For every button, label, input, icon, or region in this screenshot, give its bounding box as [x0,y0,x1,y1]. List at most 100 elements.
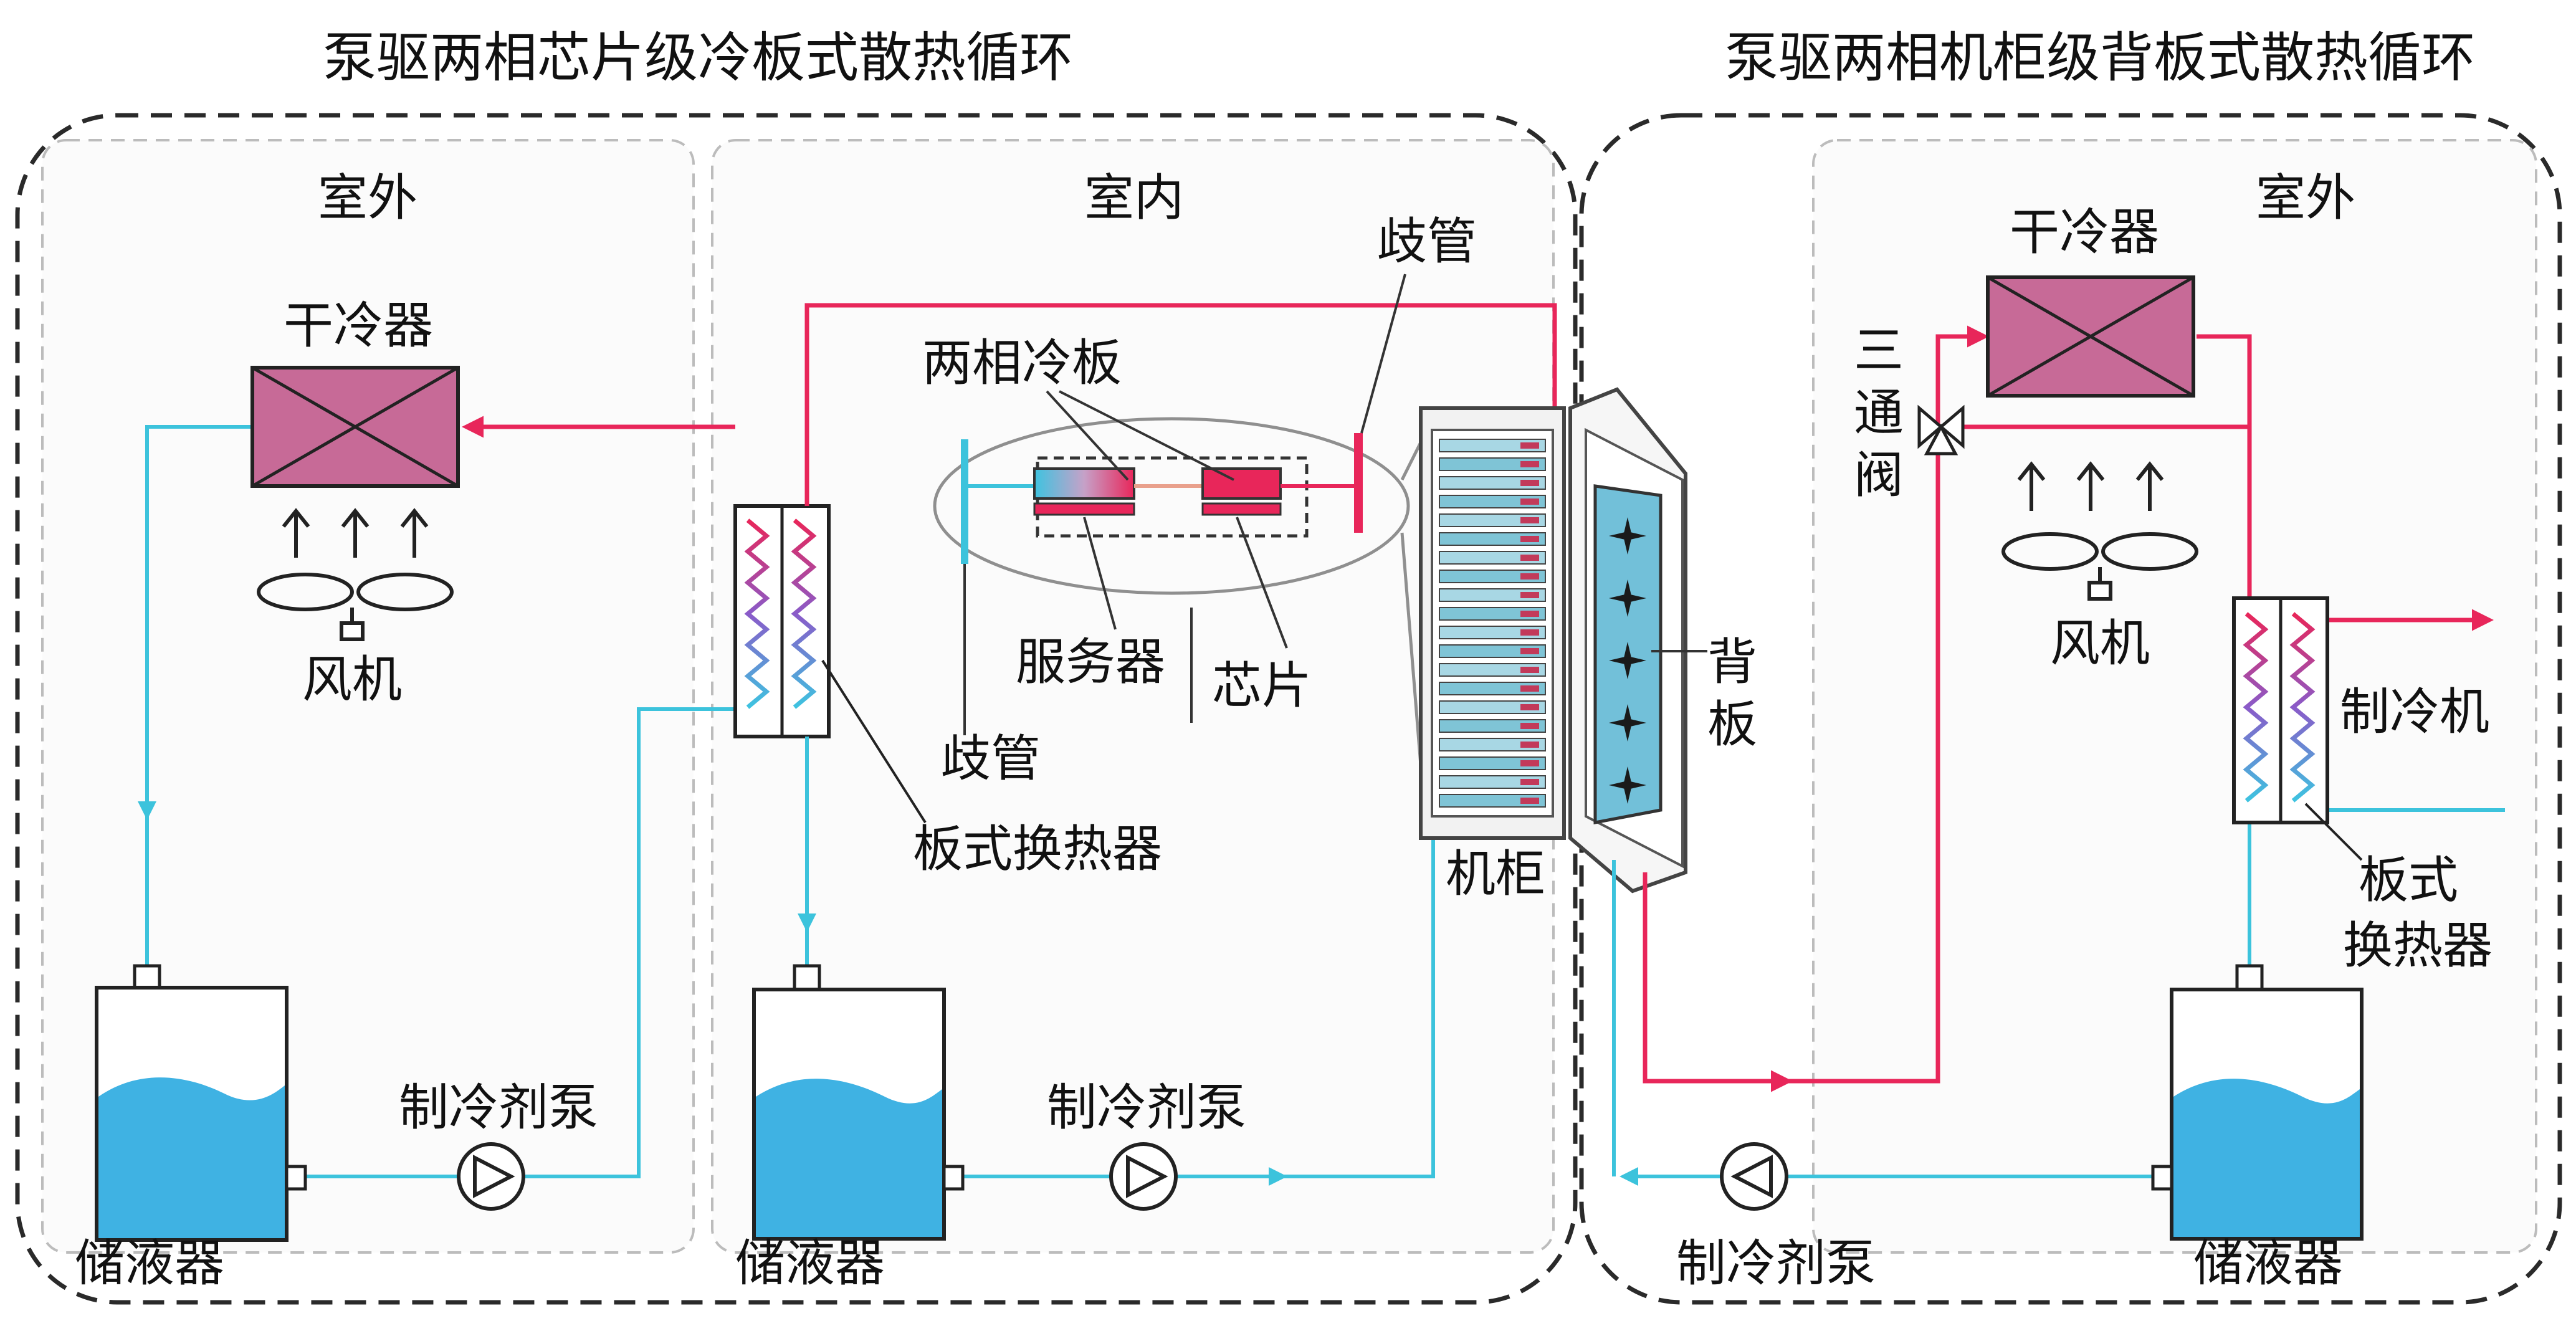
top-manifold-leader [1360,274,1406,434]
right-dry-cooler-label: 干冷器 [2010,203,2159,261]
rack-server-slot [1439,588,1546,602]
rack-slot-indicator [1520,629,1539,636]
rack-slot-indicator [1520,498,1539,505]
middle-pump-label: 制冷剂泵 [1047,1079,1246,1137]
zone-label-indoor: 室内 [1084,169,1184,227]
back-panel-door [1568,387,1687,894]
rack-slot-indicator [1520,798,1539,804]
panel-fan-icon [1609,766,1646,804]
middle-cold-pipe-riser [1284,813,1435,1178]
rack-server-slot [1439,756,1546,770]
right-receiver [2151,964,2364,1241]
rack-slot-indicator [1520,555,1539,561]
right-fan-icon [2001,532,2198,601]
rack-server-slot [1439,794,1546,808]
rack-slot-indicator [1520,517,1539,523]
left-manifold-label: 歧管 [941,730,1041,788]
rack-server-slot [1439,663,1546,677]
zone-label-left-outdoor: 室外 [318,169,417,227]
left-receiver-label: 储液器 [75,1234,224,1292]
valve-label-2: 通 [1854,384,1904,442]
panel-fan-icon [1609,517,1646,555]
middle-pump-icon [1109,1142,1178,1211]
rack-slot-indicator [1520,779,1539,785]
right-airflow-arrows-icon [2017,461,2164,511]
rack-slot-indicator [1520,573,1539,580]
rack-server-slot [1439,551,1546,565]
right-hot-pipe-riser [1788,325,1989,1084]
indoor-zone [711,139,1555,1254]
left-fan-icon [257,573,454,641]
rack-server-slot [1439,513,1546,527]
right-plate-hx-label-1: 板式 [2359,851,2458,909]
left-receiver [95,964,307,1242]
rack-server-slot [1439,644,1546,658]
rack-server-slot [1439,457,1546,471]
rack-slot-indicator [1520,704,1539,710]
rack-server-slot [1439,719,1546,733]
back-panel-label-1: 背 [1707,633,1757,691]
cabinet-label: 机柜 [1446,845,1545,903]
rack-server-slot [1439,476,1546,490]
server-label: 服务器 [1016,633,1165,691]
rack-server-slot [1439,775,1546,789]
middle-plate-heat-exchanger [733,504,831,738]
back-panel-fans-icon [1609,517,1646,804]
left-cold-pipe-to-receiver [138,425,252,820]
rack-server-slot [1439,570,1546,583]
rack-server-slot [1439,607,1546,621]
plate-hx-leader [821,659,927,824]
left-system-boundary [15,113,1578,1305]
rack-slot-indicator [1520,648,1539,654]
chiller-label: 制冷机 [2340,683,2489,741]
right-hot-pipe-out [1643,872,1793,1092]
middle-plate-hx-label: 板式换热器 [913,820,1162,878]
right-dry-cooler [1986,275,2195,398]
server-cabinet [1419,406,1566,840]
panel-fan-icon [1609,580,1646,617]
detail-server-board [1033,502,1135,516]
detail-chip-cold-plate [1201,467,1282,500]
left-outdoor-zone [41,139,695,1254]
left-airflow-arrows-icon [282,508,429,558]
rack-server-slot [1439,682,1546,695]
middle-receiver [752,964,965,1241]
rack-server-slot [1439,738,1546,751]
detail-chip-board [1201,502,1282,516]
rack-server-slot [1439,532,1546,546]
panel-fan-icon [1609,642,1646,679]
rack-slot-indicator [1520,742,1539,748]
rack-slot-indicator [1520,461,1539,467]
right-plate-hx-leader [2304,803,2363,861]
rack-server-slot [1439,495,1546,508]
chip-label: 芯片 [1212,657,1312,715]
right-fan-label: 风机 [2050,614,2150,672]
right-plate-heat-exchanger [2232,596,2329,824]
left-fan-label: 风机 [302,651,402,708]
left-dry-cooler-label: 干冷器 [284,297,433,355]
chip-leader [1236,517,1288,649]
rack-server-slot [1439,626,1546,639]
rack-server-slot [1439,439,1546,452]
left-dry-cooler [250,366,460,488]
left-pump-label: 制冷剂泵 [399,1079,598,1137]
back-panel-label-2: 板 [1707,695,1757,753]
right-pump-label: 制冷剂泵 [1676,1234,1876,1292]
rack-slot-indicator [1520,685,1539,692]
rack-slot-indicator [1520,760,1539,766]
rack-slot-indicator [1520,480,1539,486]
rack-slot-indicator [1520,611,1539,617]
rack-slot-indicator [1520,536,1539,542]
zone-label-right-outdoor: 室外 [2256,169,2355,227]
middle-receiver-label: 储液器 [735,1234,885,1292]
left-title: 泵驱两相芯片级冷板式散热循环 [323,27,1073,89]
top-manifold-label: 歧管 [1377,212,1477,270]
three-way-valve-icon [1917,404,1965,456]
right-plate-hx-label-2: 换热器 [2343,917,2493,975]
right-receiver-label: 储液器 [2193,1234,2343,1292]
server-leader [1083,517,1117,630]
right-title: 泵驱两相机柜级背板式散热循环 [1725,27,2475,89]
right-hot-drycooler-out [2197,334,2252,427]
right-outdoor-zone [1812,139,2537,1254]
